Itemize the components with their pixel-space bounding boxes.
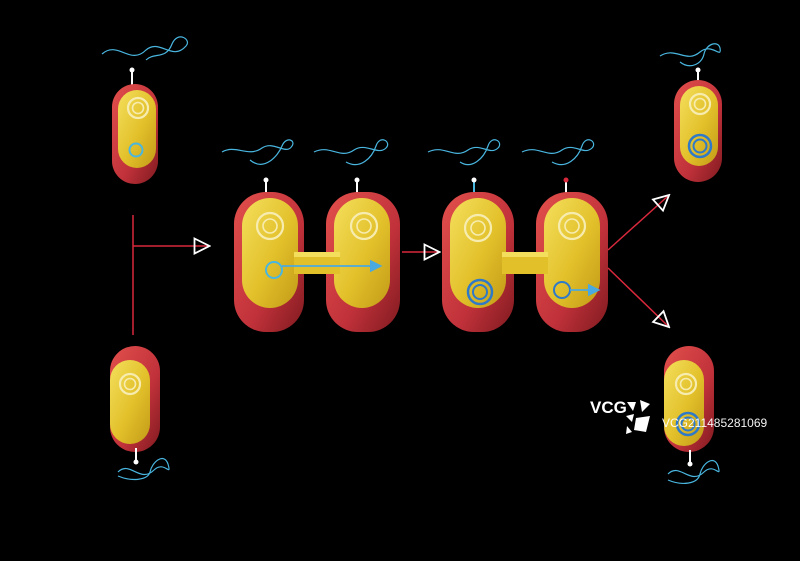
pair1-flagellum-right [313, 139, 389, 166]
pair2-left-chromosome [463, 213, 493, 243]
divergence-arrows [607, 196, 668, 326]
recipient-bacterium [110, 346, 170, 481]
result-recipient-plasmid [675, 411, 701, 437]
result-donor-bacterium [659, 43, 722, 182]
result-recipient-bacterium [664, 346, 720, 484]
mating-pair-transfer [221, 139, 400, 332]
result-donor-flagellum [659, 43, 721, 67]
pair2-right-chromosome [557, 211, 587, 241]
recipient-flagellum [117, 458, 170, 481]
pair1-right-chromosome [349, 211, 379, 241]
pair2-right-cytoplasm [544, 198, 600, 308]
watermark-id: VCG211485281069 [662, 416, 768, 430]
pair1-conjugation-bridge [294, 252, 340, 274]
pair1-flagellum-left [221, 139, 294, 165]
donor-flagellum [101, 36, 188, 61]
pair2-left-cytoplasm [450, 198, 506, 308]
pair1-plasmid [265, 261, 283, 279]
convergence-arrow [132, 215, 208, 335]
pair1-left-cytoplasm [242, 198, 298, 308]
pair2-left-plasmid [466, 278, 494, 306]
pair2-flagellum-left [427, 139, 501, 166]
recipient-chromosome [118, 372, 142, 396]
mating-pair-replication [427, 139, 608, 332]
pair2-flagellum-right [521, 139, 595, 166]
donor-bacterium [101, 36, 188, 184]
watermark-logo: VCG [590, 398, 627, 417]
donor-plasmid [128, 142, 144, 158]
result-donor-chromosome [688, 92, 712, 116]
pair1-left-chromosome [255, 211, 285, 241]
result-donor-plasmid [687, 133, 713, 159]
pair1-right-cytoplasm [334, 198, 390, 308]
pair2-conjugation-bridge [502, 252, 548, 274]
recipient-cytoplasm [110, 360, 150, 444]
watermark-mark-icon [626, 400, 650, 434]
donor-chromosome [126, 96, 150, 120]
result-recipient-flagellum [667, 460, 720, 484]
result-recipient-chromosome [674, 372, 698, 396]
